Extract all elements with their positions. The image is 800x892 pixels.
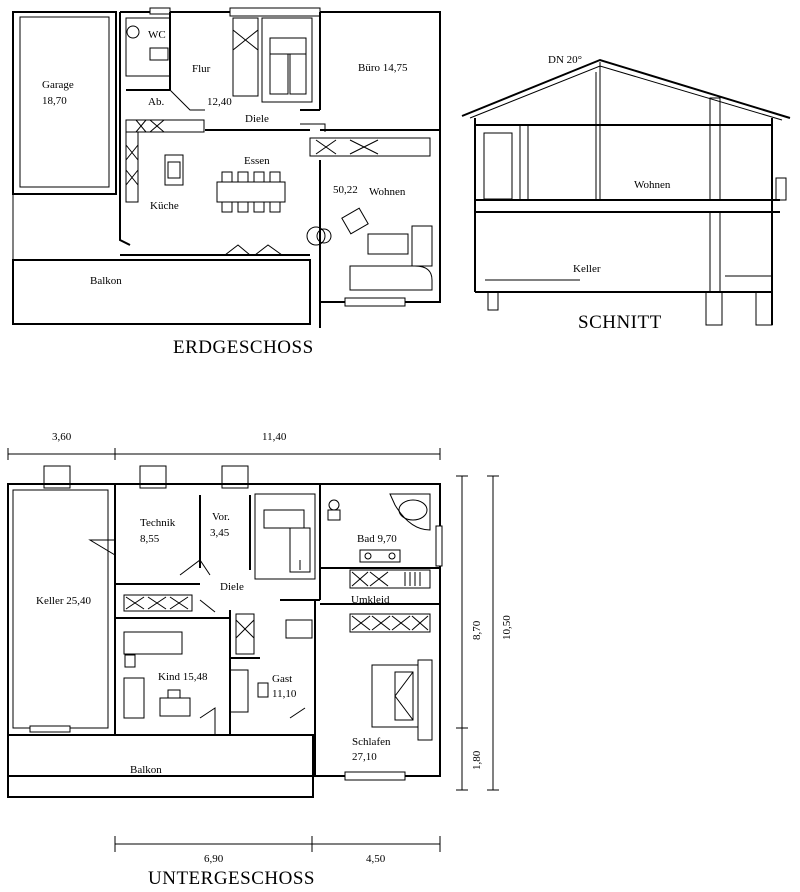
ug-gast-area: 11,10 <box>272 688 297 700</box>
eg-outer-wall <box>120 11 441 328</box>
eg-wohnen-label: Wohnen <box>369 186 406 198</box>
ug-keller-label: Keller 25,40 <box>36 595 91 607</box>
ug-dim-right-inner: 8,70 <box>471 620 483 640</box>
ug-dim-right-bottom: 1,80 <box>471 750 483 770</box>
eg-balkon <box>12 259 311 325</box>
schnitt-roof-pitch: DN 20° <box>548 54 582 66</box>
eg-garage-area: 18,70 <box>42 95 67 107</box>
ug-keller-outline <box>12 489 109 729</box>
eg-kueche-label: Küche <box>150 200 179 212</box>
eg-buero-label: Büro 14,75 <box>358 62 408 74</box>
eg-flur-label: Flur <box>192 63 211 75</box>
ug-umkleid-label: Umkleid <box>351 594 390 606</box>
eg-wc-label: WC <box>148 29 166 41</box>
garage-door <box>19 16 110 188</box>
ug-balkon-label: Balkon <box>130 764 162 776</box>
ug-dim-top-left: 3,60 <box>52 431 72 443</box>
ug-dim-bottom-left: 6,90 <box>204 853 224 865</box>
ug-schlafen-area: 27,10 <box>352 751 377 763</box>
eg-flur-area: 12,40 <box>207 96 232 108</box>
garage-outline <box>12 11 117 195</box>
erdgeschoss-plan: Garage 18,70 WC Flur 12,40 Ab. Diele Bür… <box>12 7 441 358</box>
untergeschoss-plan: 3,60 11,40 <box>7 431 513 889</box>
ug-gast-label: Gast <box>272 673 292 685</box>
eg-balkon-label: Balkon <box>90 275 122 287</box>
eg-essen-label: Essen <box>244 155 270 167</box>
schnitt-title: SCHNITT <box>578 312 662 333</box>
eg-wohnen-area: 50,22 <box>333 184 358 196</box>
ug-dim-top-right: 11,40 <box>262 431 287 443</box>
schnitt-roof <box>461 58 791 119</box>
ug-vor-label: Vor. <box>212 511 230 523</box>
ug-balkon <box>7 734 314 798</box>
eg-garage-label: Garage <box>42 79 74 91</box>
schnitt-wohnen-label: Wohnen <box>634 179 671 191</box>
ug-title: UNTERGESCHOSS <box>148 868 315 889</box>
eg-diele-label: Diele <box>245 113 269 125</box>
ug-dim-right-outer: 10,50 <box>501 615 513 640</box>
ug-vor-area: 3,45 <box>210 527 230 539</box>
eg-ab-label: Ab. <box>148 96 164 108</box>
ug-kind-label: Kind 15,48 <box>158 671 208 683</box>
schnitt-section: DN 20° Wohnen Keller SCHNITT <box>461 54 791 333</box>
ug-technik-area: 8,55 <box>140 533 160 545</box>
ug-technik-label: Technik <box>140 517 176 529</box>
ug-bad-label: Bad 9,70 <box>357 533 397 545</box>
ug-diele-label: Diele <box>220 581 244 593</box>
schnitt-keller-label: Keller <box>573 263 601 275</box>
eg-title: ERDGESCHOSS <box>173 337 314 358</box>
ug-dim-bottom-right: 4,50 <box>366 853 386 865</box>
ug-schlafen-label: Schlafen <box>352 736 391 748</box>
ug-outer-wall <box>7 483 441 777</box>
